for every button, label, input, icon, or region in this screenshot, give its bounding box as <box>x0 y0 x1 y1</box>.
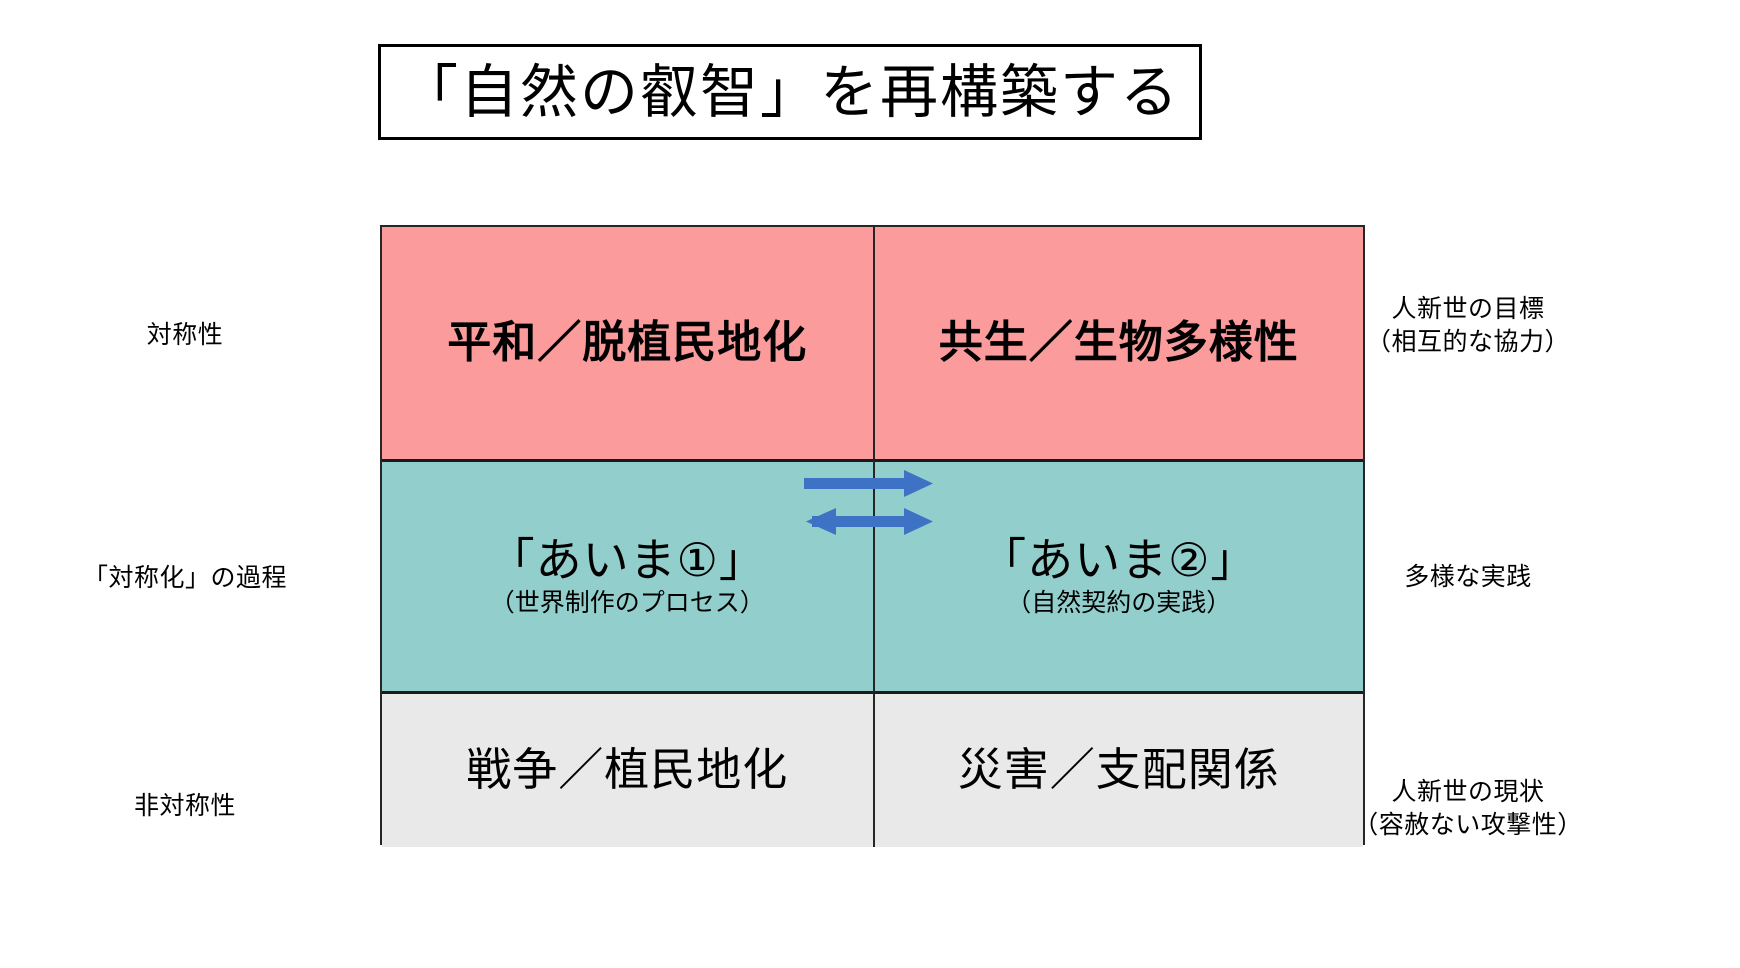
page-title-box: 「自然の叡智」を再構築する <box>378 44 1202 140</box>
cell-middle-left-subtitle: （世界制作のプロセス） <box>489 588 765 618</box>
cell-goal-right: 共生／生物多様性 <box>872 227 1363 459</box>
cell-middle-left-title: 「あいま①」 <box>488 532 766 587</box>
cell-middle-right-title: 「あいま②」 <box>980 532 1258 587</box>
cell-middle-left: 「あいま①」 （世界制作のプロセス） <box>382 459 873 694</box>
cell-current-left: 戦争／植民地化 <box>382 694 873 847</box>
cell-middle-right: 「あいま②」 （自然契約の実践） <box>872 459 1363 694</box>
cell-current-right: 災害／支配関係 <box>872 694 1363 847</box>
matrix-grid: 平和／脱植民地化 共生／生物多様性 「あいま①」 （世界制作のプロセス） 「あい… <box>380 225 1365 847</box>
cell-current-right-title: 災害／支配関係 <box>957 743 1280 797</box>
cell-goal-left: 平和／脱植民地化 <box>382 227 873 459</box>
row-axis-label-right-goal: 人新世の目標 （相互的な協力） <box>1366 292 1570 358</box>
row-axis-label-right-goal-line2: （相互的な協力） <box>1365 327 1571 356</box>
row-axis-label-right-practices: 多様な実践 <box>1404 560 1532 593</box>
row-axis-label-left-symmetry: 対称性 <box>146 320 224 349</box>
cell-goal-right-title: 共生／生物多様性 <box>938 317 1299 369</box>
row-axis-label-left-symmetrization: 「対称化」の過程 <box>82 563 288 592</box>
cell-middle-right-subtitle: （自然契約の実践） <box>1006 588 1232 618</box>
row-axis-label-right-goal-line1: 人新世の目標 <box>1391 294 1545 323</box>
row-axis-label-right-current-line2: （容赦ない攻撃性） <box>1353 810 1583 839</box>
cell-current-left-title: 戦争／植民地化 <box>466 743 789 797</box>
cell-goal-left-title: 平和／脱植民地化 <box>447 317 808 369</box>
page-title: 「自然の叡智」を再構築する <box>399 58 1180 126</box>
row-axis-label-right-current: 人新世の現状 （容赦ない攻撃性） <box>1353 775 1583 841</box>
row-axis-label-right-practices-line1: 多様な実践 <box>1404 562 1532 591</box>
row-axis-label-right-current-line1: 人新世の現状 <box>1391 777 1545 806</box>
row-axis-label-left-asymmetry: 非対称性 <box>133 791 237 820</box>
